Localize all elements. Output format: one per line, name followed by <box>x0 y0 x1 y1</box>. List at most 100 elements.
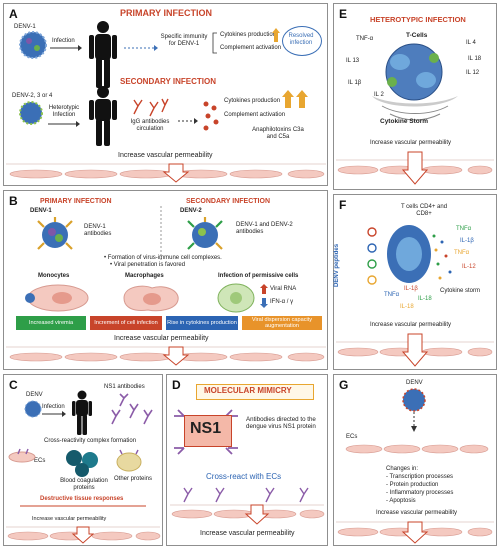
panel-c-arrow <box>42 411 66 417</box>
tcells-label: T-Cells <box>406 32 428 39</box>
panel-c-infection: Infection <box>42 404 65 410</box>
change-item: - Inflammatory processes <box>386 490 454 496</box>
il13-label: IL 13 <box>346 58 360 64</box>
panel-g-denv: DENV <box>406 380 423 386</box>
panel-e-label: E <box>339 7 348 21</box>
panel-a-primary-title: PRIMARY INFECTION <box>120 8 213 18</box>
molecular-mimicry-banner <box>196 384 314 400</box>
il18-label: IL 18 <box>468 56 482 62</box>
tnf2-label: TNFα <box>454 250 470 256</box>
panel-b-denv2: DENV-2 <box>180 208 202 214</box>
panel-d-permeability: Increase vascular permeability <box>200 530 295 537</box>
complement-molecules-icon <box>203 101 219 131</box>
panel-b <box>3 190 328 370</box>
bullet-1-text: Formation of virus-immune cell complexes… <box>107 255 222 261</box>
il4-label: IL 4 <box>466 40 476 46</box>
increased-viremia-box: Increased viremia <box>16 316 86 330</box>
panel-c-vessel <box>6 526 161 544</box>
panel-a-vessel <box>6 163 326 183</box>
ns1-antibodies-label: NS1 antibodies <box>104 384 145 390</box>
panel-g-ec-layer <box>345 444 489 454</box>
denv234-virus-icon <box>19 101 43 125</box>
cross-react-label: Cross-react with ECs <box>206 472 282 481</box>
ns1-label: NS1 <box>190 420 222 437</box>
panel-d-antibodies-icon <box>183 487 309 503</box>
infection-label: Infection <box>52 38 75 44</box>
monocytes-label: Monocytes <box>38 273 70 279</box>
infection-arrow <box>50 45 82 51</box>
il1b-1-label: IL-1β <box>460 238 474 244</box>
resolved-label: Resolved infection <box>288 33 314 46</box>
denv1-antibodies-label: DENV-1 antibodies <box>84 224 112 237</box>
panel-g-vessel <box>336 521 494 544</box>
resolved-bubble <box>282 26 322 56</box>
il1b-label: IL 1β <box>348 80 362 86</box>
bullet-2-text: Viral penetration is favored <box>113 262 186 268</box>
tnf3-label: TNFα <box>384 292 400 298</box>
ifn-label: IFN-α / γ <box>270 299 294 305</box>
il2-label: IL 2 <box>374 92 384 98</box>
denv-peptides-label: DENV peptides <box>334 243 341 287</box>
panel-a-permeability: Increase vascular permeability <box>118 152 213 159</box>
panel-b-vessel <box>6 346 326 366</box>
panel-c-label: C <box>9 378 18 392</box>
tcells-cd-label: T cells CD4+ and CD8+ <box>400 204 448 217</box>
tnf-label: TNF-α <box>356 36 374 42</box>
tnf1-label: TNFα <box>456 226 472 232</box>
viral-rna-arrow-icon <box>260 284 268 294</box>
person-icon <box>89 21 117 88</box>
ec-cell-icon <box>8 448 36 463</box>
denv1-virus-icon <box>19 31 47 59</box>
macrophage-cell-icon <box>123 285 179 312</box>
ns1-antibody-frame <box>174 409 238 455</box>
molecular-mimicry-title: MOLECULAR MIMICRY <box>204 386 292 395</box>
specific-immunity-label: Specific immunity for DENV-1 <box>160 34 208 47</box>
denv12-antibodies-label: DENV-1 and DENV-2 antibodies <box>236 222 293 235</box>
il18-2-label: IL-18 <box>400 304 414 310</box>
panel-d-vessel <box>170 504 325 525</box>
viral-dispersion-box: Viral dispersion capacity augmentation <box>242 316 322 330</box>
cytokines2-label: Cytokines production <box>224 98 281 104</box>
cross-reactivity-label: Cross-reactivity complex formation <box>44 438 137 444</box>
change-item: - Apoptosis <box>386 498 416 504</box>
panel-f-vessel <box>336 333 494 367</box>
panel-b-denv1: DENV-1 <box>30 208 52 214</box>
igg-label: IgG antibodies circulation <box>130 119 170 132</box>
storm-dots <box>432 234 452 280</box>
coagulation-label: Blood coagulation proteins <box>60 478 108 491</box>
il18-1-label: IL-18 <box>418 296 432 302</box>
increment-cell-infection-box: Increment of cell infection <box>90 316 162 330</box>
ns1-antibodies-text: Antibodies directed to the dengue virus … <box>246 416 316 431</box>
panel-b-primary-title: PRIMARY INFECTION <box>40 198 112 205</box>
igg-antibodies-icon <box>133 98 169 117</box>
cytokines-label: Cytokines production <box>220 32 277 38</box>
permissive-cell-icon <box>217 283 255 313</box>
ifn-arrow-icon <box>260 298 268 308</box>
heterotypic-arrow <box>48 121 80 127</box>
panel-b-label: B <box>9 194 18 208</box>
panel-c-ecs: ECs <box>34 458 46 464</box>
panel-f-permeability: Increase vascular permeability <box>370 322 452 328</box>
denv1-complex-icon <box>37 217 73 250</box>
bullet-1: • Formation of virus-immune cell complex… <box>104 255 222 261</box>
ns1-box <box>184 415 232 447</box>
panel-e-vessel <box>336 151 494 185</box>
panel-g-virus-icon <box>402 388 426 432</box>
tcell-f-icon <box>387 225 431 283</box>
coagulation-proteins-icon <box>66 450 98 477</box>
cytokine-storm-f-label: Cytokine storm <box>440 288 481 294</box>
panel-c-person-icon <box>72 390 92 435</box>
monocyte-cell-icon <box>25 284 89 312</box>
destructive-label: Destructive tissue responses <box>40 496 124 502</box>
panel-e-permeability: Increase vascular permeability <box>370 140 452 146</box>
person2-icon <box>89 86 117 146</box>
panel-b-permeability: Increase vascular permeability <box>114 335 209 342</box>
panel-d-label: D <box>172 378 181 392</box>
panel-f-label: F <box>339 198 347 212</box>
denv2-complex-icon <box>187 217 223 250</box>
peptides-icon <box>367 227 377 285</box>
double-up-arrow-icon <box>282 90 308 108</box>
panel-g-permeability: Increase vascular permeability <box>376 510 458 516</box>
divider-dashed <box>160 206 162 262</box>
panel-a <box>3 3 328 186</box>
